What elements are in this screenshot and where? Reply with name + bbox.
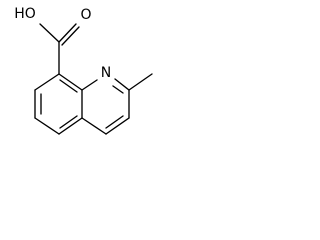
bond-c8a-c8 <box>58 73 83 91</box>
pyridine-ring: N <box>81 65 130 135</box>
bond-c8a-n1 <box>81 79 98 91</box>
bond-n1-c2 <box>114 78 130 91</box>
bond-c5-c4a-inner <box>59 115 78 129</box>
bond-c3-c4 <box>105 117 130 135</box>
carboxylic-acid-group: O HO <box>14 6 92 75</box>
bond-n1-c2-inner <box>112 85 124 94</box>
atom-nitrogen: N <box>101 65 111 81</box>
bond-c3-c4-inner <box>105 115 124 129</box>
bond-c8-c7 <box>34 73 60 91</box>
bond-methyl <box>128 73 153 91</box>
bond-c8a-c8-inner <box>59 79 78 93</box>
bond-c5-c4a <box>58 117 83 135</box>
bond-c6-c5 <box>34 117 60 135</box>
bond-c4-c4a <box>81 117 107 135</box>
atom-oxygen-carbonyl: O <box>80 7 91 23</box>
bond-carbonyl-double-a <box>58 23 77 43</box>
bond-hydroxyl <box>39 23 60 43</box>
benzo-ring <box>34 73 83 135</box>
bond-carbonyl-double-b <box>61 26 80 46</box>
atom-oxygen-hydroxyl: HO <box>14 6 36 22</box>
chemical-structure-diagram: O HO N <box>14 6 153 135</box>
